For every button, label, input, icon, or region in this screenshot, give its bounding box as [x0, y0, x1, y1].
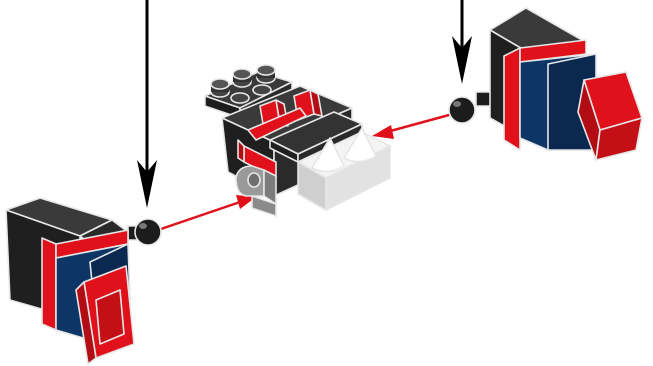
red-clips [247, 89, 323, 141]
left-engine [5, 197, 162, 365]
left-attach-arrow [157, 195, 256, 232]
center-body [204, 64, 391, 217]
left-press-arrow [137, 0, 157, 208]
left-ball-joint [127, 218, 162, 246]
grey-clip [235, 165, 277, 217]
right-attach-arrow [372, 110, 461, 139]
white-tooth-plate [297, 127, 391, 211]
right-engine [448, 7, 643, 161]
right-press-arrow [452, 0, 472, 84]
